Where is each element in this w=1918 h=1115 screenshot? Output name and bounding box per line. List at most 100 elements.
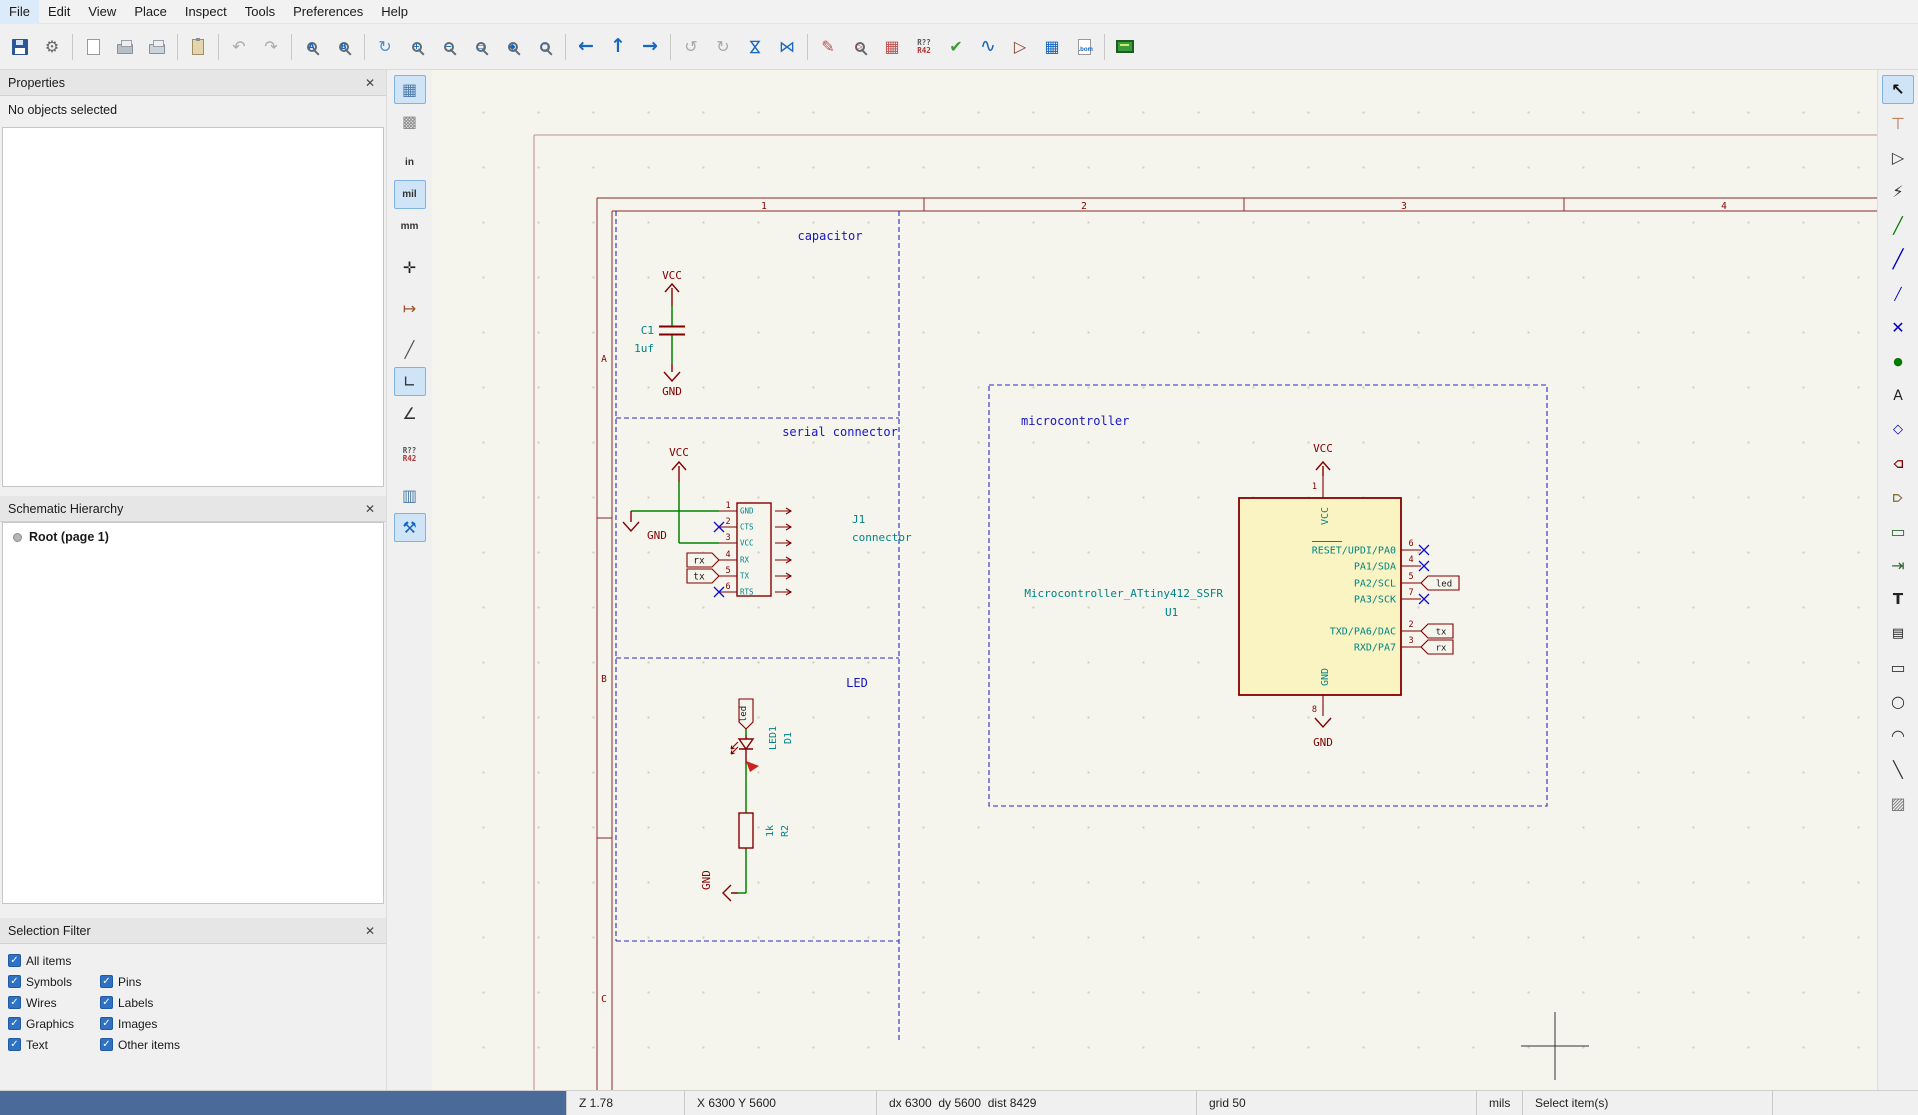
filter-graphics[interactable]: Graphics [8,1017,100,1031]
mcu-circuit[interactable]: Microcontroller_ATtiny412_SSFR U1 VCC 1 … [1024,442,1459,749]
zoom-in-button[interactable]: + [402,32,432,62]
bus-tool[interactable]: ╱ [1882,245,1914,274]
undo-button[interactable]: ↶ [224,32,254,62]
properties-list-area[interactable] [2,127,384,487]
redo-button[interactable]: ↷ [256,32,286,62]
place-power-tool[interactable]: ⚡ [1882,177,1914,206]
image-tool[interactable]: ▨ [1882,789,1914,818]
close-icon[interactable]: ✕ [362,76,378,90]
arc-tool[interactable]: ◠ [1882,721,1914,750]
section-title-mcu[interactable]: microcontroller [1021,414,1129,428]
properties-panel-toggle[interactable]: ⚒ [394,513,426,542]
zoom-objects-button[interactable]: ◆ [498,32,528,62]
menu-edit[interactable]: Edit [39,0,79,24]
print-button[interactable] [110,32,140,62]
directive-label-tool[interactable]: ◇ [1882,415,1914,444]
junction-tool[interactable]: ● [1882,347,1914,376]
open-pcb-button[interactable] [1110,32,1140,62]
hierarchy-navigator-button[interactable]: ▥ [394,481,426,510]
simulator-button[interactable]: ∿ [973,32,1003,62]
annotate-button[interactable]: R??R42 [909,32,939,62]
menu-view[interactable]: View [79,0,125,24]
grid-style-button[interactable]: ▩ [394,107,426,136]
section-title-led[interactable]: LED [846,676,868,690]
wire-tool[interactable]: ╱ [1882,211,1914,240]
free-angle-wires-button[interactable]: ╱ [394,335,426,364]
cursor-shape-button[interactable]: ✛ [394,253,426,282]
symbol-fields-button[interactable]: ▦ [877,32,907,62]
filter-images[interactable]: Images [100,1017,380,1031]
menu-preferences[interactable]: Preferences [284,0,372,24]
rotate-cw-button[interactable]: ↻ [708,32,738,62]
filter-other-items[interactable]: Other items [100,1038,380,1052]
find-replace-button[interactable]: B [329,32,359,62]
menu-help[interactable]: Help [372,0,417,24]
schematic-canvas[interactable]: 1 2 3 4 A B C capacitor serial connector… [432,70,1877,1090]
bom-button[interactable]: .bom [1069,32,1099,62]
unit-mm-button[interactable]: mm [394,212,426,241]
schematic-setup-button[interactable]: ⚙ [37,32,67,62]
nav-back-button[interactable]: ← [571,32,601,62]
select-tool[interactable]: ↖ [1882,75,1914,104]
sheet-pin-tool[interactable]: ⇥ [1882,551,1914,580]
led-circuit[interactable]: led LED1 D1 1k R2 GND [700,699,794,901]
line-tool[interactable]: ╲ [1882,755,1914,784]
hierarchical-label-tool[interactable]: ⌂ [1882,483,1914,512]
mirror-h-button[interactable]: ⋈ [772,32,802,62]
net-label-tool[interactable]: A [1882,381,1914,410]
serial-connector-circuit[interactable]: VCC GND 1 2 3 4 5 6 GND CTS VCC RX TX RT… [623,446,912,597]
zoom-out-button[interactable]: − [434,32,464,62]
no-connect-tool[interactable]: ✕ [1882,313,1914,342]
filter-wires[interactable]: Wires [8,996,100,1010]
highlight-net-tool[interactable]: ⊤ [1882,109,1914,138]
erc-button[interactable]: ✔ [941,32,971,62]
close-icon[interactable]: ✕ [362,924,378,938]
unit-mils-button[interactable]: mil [394,180,426,209]
filter-labels[interactable]: Labels [100,996,380,1010]
rectangle-tool[interactable]: ▭ [1882,653,1914,682]
filter-text[interactable]: Text [8,1038,100,1052]
edit-symbols-button[interactable]: ✎ [813,32,843,62]
textbox-tool[interactable]: ▤ [1882,619,1914,648]
plot-button[interactable] [142,32,172,62]
page-settings-button[interactable] [78,32,108,62]
grid-toggle-button[interactable]: ▦ [394,75,426,104]
nav-forward-button[interactable]: → [635,32,665,62]
global-label-tool[interactable]: ⌂ [1882,449,1914,478]
hierarchical-sheet-tool[interactable]: ▭ [1882,517,1914,546]
menu-file[interactable]: File [0,0,39,24]
footprint-table-button[interactable]: ▦ [1037,32,1067,62]
menu-place[interactable]: Place [125,0,176,24]
sim-probe-button[interactable]: ▷ [1005,32,1035,62]
circle-tool[interactable]: ○ [1882,687,1914,716]
menu-inspect[interactable]: Inspect [176,0,236,24]
mirror-v-button[interactable]: ⋈ [740,32,770,62]
schematic-drawing[interactable]: 1 2 3 4 A B C capacitor serial connector… [432,70,1877,1090]
bus-entry-tool[interactable]: ╱ [1882,279,1914,308]
unit-inches-button[interactable]: in [394,148,426,177]
nav-up-button[interactable]: ↑ [603,32,633,62]
find-button[interactable]: A [297,32,327,62]
paste-button[interactable] [183,32,213,62]
section-title-serial[interactable]: serial connector [782,425,898,439]
filter-pins[interactable]: Pins [100,975,380,989]
deg45-wires-button[interactable]: ∠ [394,399,426,428]
hierarchy-root-item[interactable]: Root (page 1) [3,523,383,551]
rotate-ccw-button[interactable]: ↺ [676,32,706,62]
place-symbol-tool[interactable]: ▷ [1882,143,1914,172]
auto-annotate-button[interactable]: R??R42 [394,440,426,469]
zoom-fit-button[interactable]: ▭ [466,32,496,62]
save-button[interactable] [5,32,35,62]
close-icon[interactable]: ✕ [362,502,378,516]
hv-wires-button[interactable]: ∟ [394,367,426,396]
browse-symbols-button[interactable]: ▷ [845,32,875,62]
section-outlines[interactable] [616,211,1547,1043]
section-title-capacitor[interactable]: capacitor [797,229,862,243]
refresh-button[interactable]: ↻ [370,32,400,62]
capacitor-circuit[interactable]: VCC C1 1uf GND [634,269,685,398]
zoom-selection-button[interactable]: ▢ [530,32,560,62]
filter-all-items[interactable]: All items [8,954,380,968]
hidden-pins-button[interactable]: ↦ [394,294,426,323]
filter-symbols[interactable]: Symbols [8,975,100,989]
text-tool[interactable]: T [1882,585,1914,614]
